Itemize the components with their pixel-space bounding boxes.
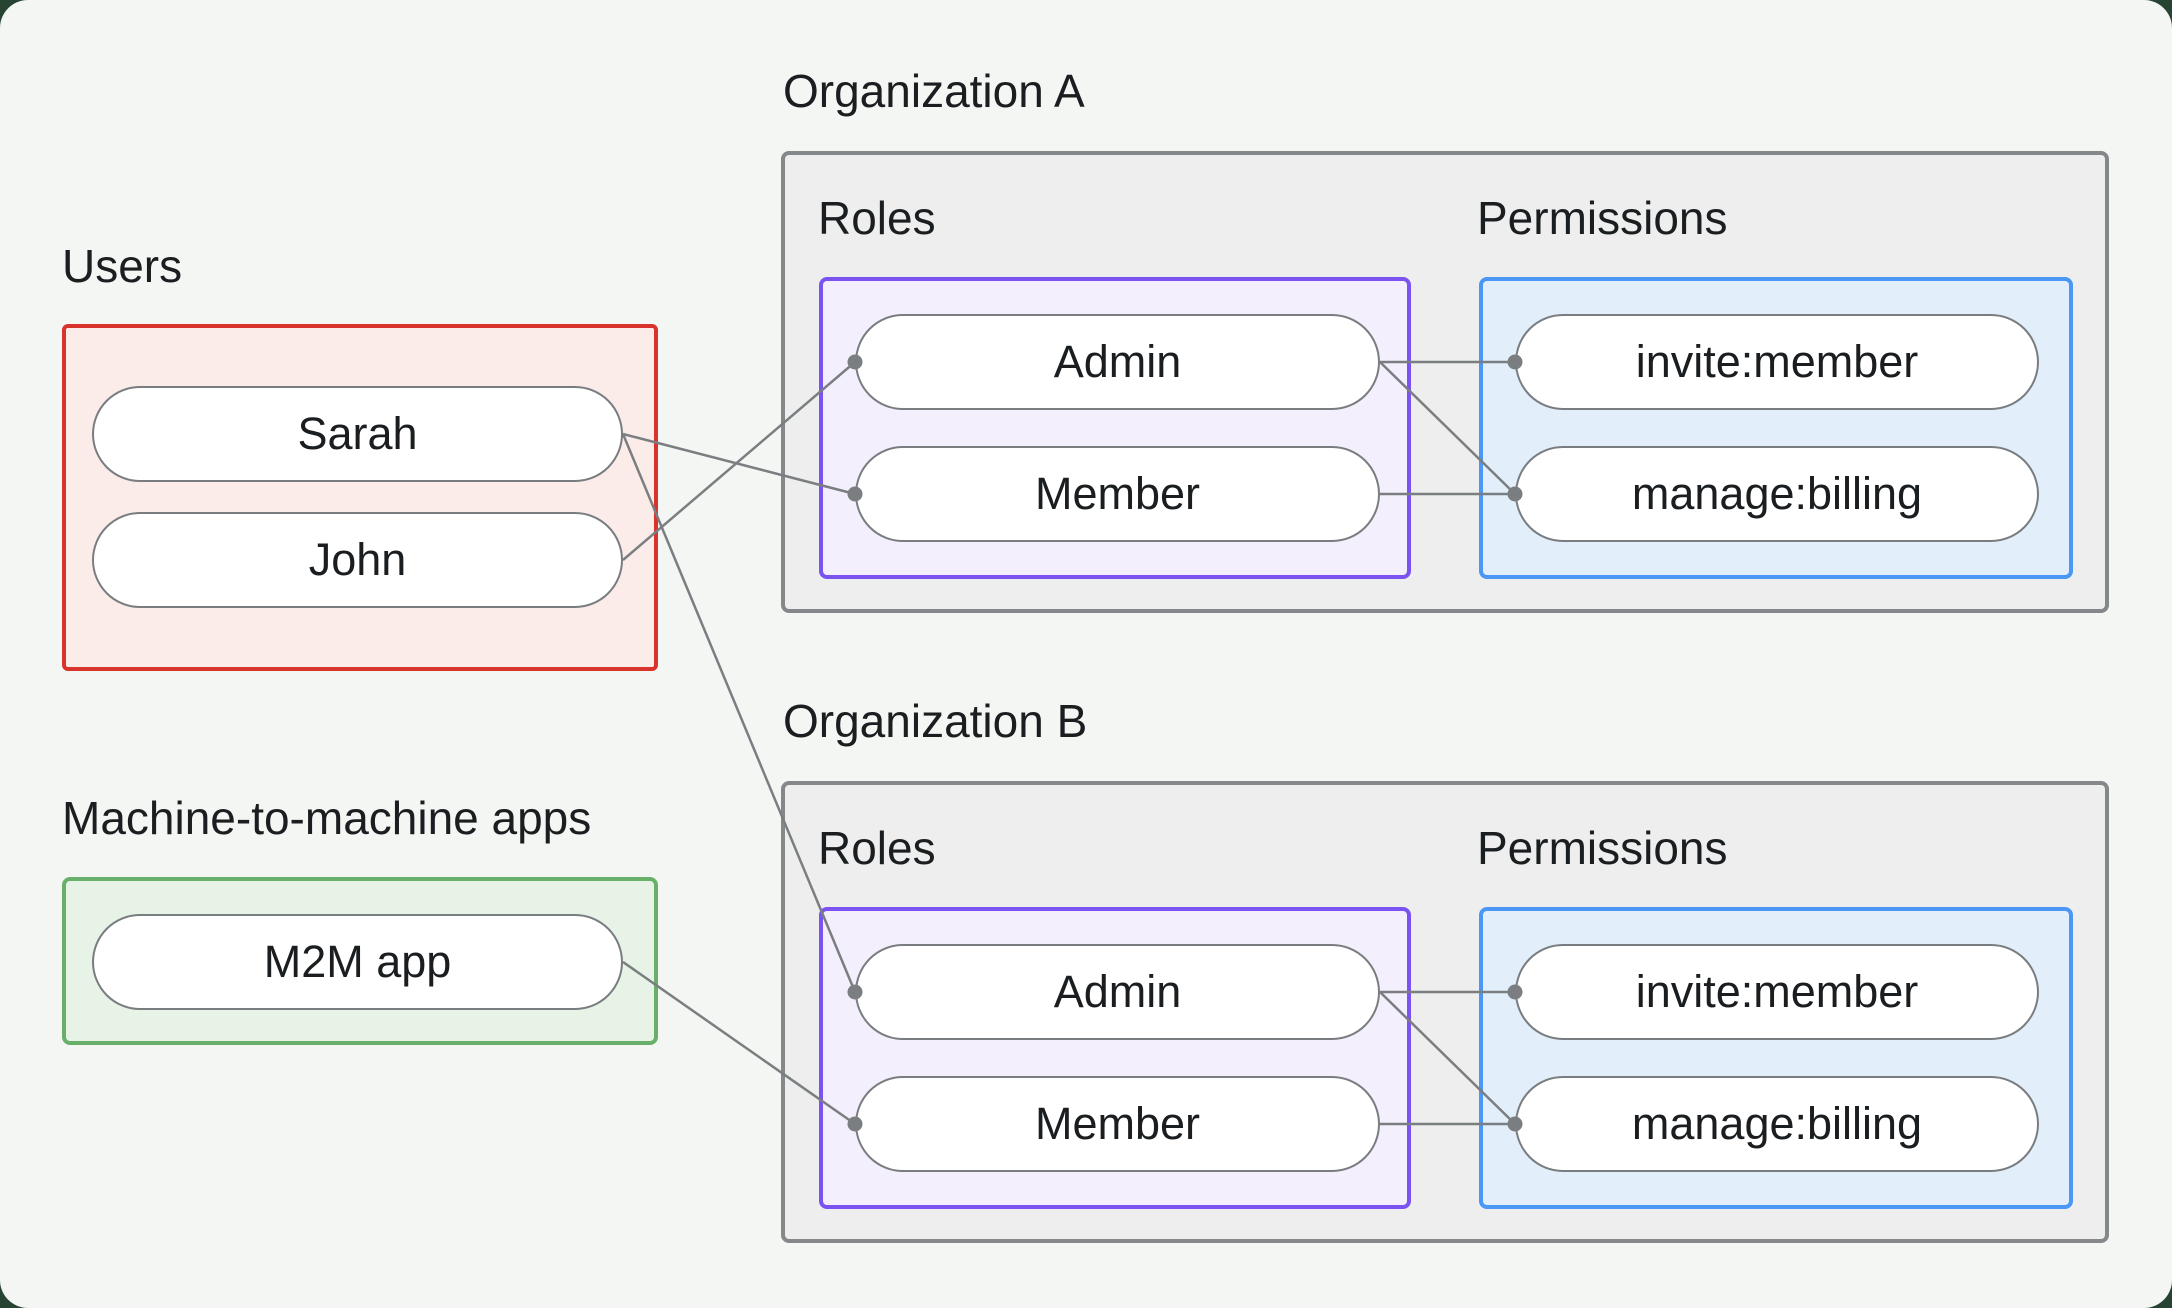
orgA-permission-invite-member: invite:member bbox=[1515, 314, 2039, 410]
orgB-permissions-label: Permissions bbox=[1477, 822, 1728, 874]
orgB-role-member: Member bbox=[855, 1076, 1380, 1172]
orgB-permission-invite-member: invite:member bbox=[1515, 944, 2039, 1040]
m2m-app-node: M2M app bbox=[92, 914, 623, 1010]
orgA-roles-label: Roles bbox=[818, 192, 936, 244]
orgA-permission-manage-billing: manage:billing bbox=[1515, 446, 2039, 542]
users-group-label: Users bbox=[62, 240, 183, 292]
user-node-sarah: Sarah bbox=[92, 386, 623, 482]
m2m-group-label: Machine-to-machine apps bbox=[62, 792, 592, 844]
orgA-title: Organization A bbox=[783, 65, 1085, 117]
orgA-permissions-label: Permissions bbox=[1477, 192, 1728, 244]
orgA-role-member: Member bbox=[855, 446, 1380, 542]
orgB-title: Organization B bbox=[783, 695, 1088, 747]
orgB-permission-manage-billing: manage:billing bbox=[1515, 1076, 2039, 1172]
orgB-role-admin: Admin bbox=[855, 944, 1380, 1040]
user-node-john: John bbox=[92, 512, 623, 608]
orgA-role-admin: Admin bbox=[855, 314, 1380, 410]
users-group-box bbox=[62, 324, 658, 671]
orgB-roles-label: Roles bbox=[818, 822, 936, 874]
